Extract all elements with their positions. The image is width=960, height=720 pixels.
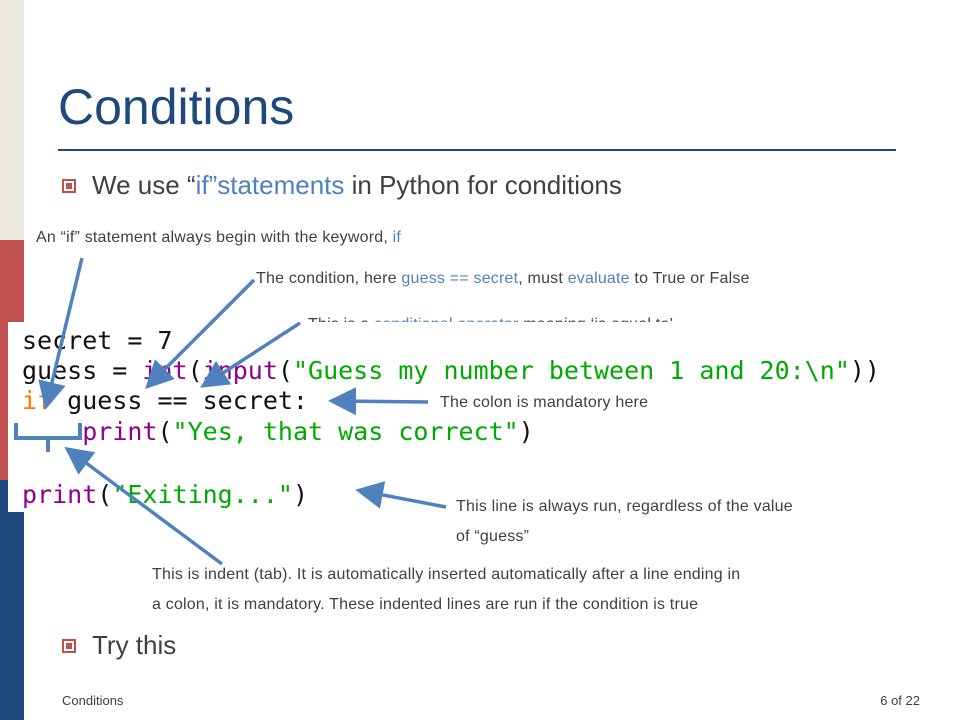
annotation-if-keyword-highlight: if <box>392 229 402 246</box>
bullet-item-1: We use “if”statements in Python for cond… <box>62 170 622 201</box>
left-accent-bar-top <box>0 0 24 240</box>
bullet-text-2: Try this <box>92 630 177 660</box>
annotation-if-keyword: An “if” statement always begin with the … <box>36 229 401 247</box>
code-token-paren-close-4: ) <box>292 480 309 509</box>
left-accent-bar-bottom <box>0 480 24 720</box>
code-token-paren-open-2: ( <box>277 356 293 385</box>
bullet-text-1-highlight: if”statements <box>195 170 345 200</box>
footer-section-label: Conditions <box>62 693 124 708</box>
arrow-colon <box>328 387 429 416</box>
annotation-colon: The colon is mandatory here <box>440 394 649 411</box>
arrow-if-keyword <box>38 257 84 410</box>
bullet-text-1-pre: We use “ <box>92 170 196 200</box>
code-token-paren-close-3: ) <box>518 417 534 446</box>
bullet-text-1-post: in Python for conditions <box>344 170 622 200</box>
code-token-prompt-string: "Guess my number between 1 and 20:\n" <box>292 356 850 385</box>
slide-title: Conditions <box>58 79 295 135</box>
arrow-indent <box>64 446 224 566</box>
code-token-condition: guess == secret: <box>52 386 308 415</box>
bullet-item-2: Try this <box>62 630 176 661</box>
code-token-paren-close: )) <box>849 356 880 385</box>
annotation-if-keyword-text: An “if” statement always begin with the … <box>36 229 393 246</box>
code-line-1: secret = 7 <box>22 326 173 355</box>
annotation-condition-highlight-2: evaluate <box>567 270 630 287</box>
footer-page-number: 6 of 22 <box>880 693 920 708</box>
code-token-paren-open-4: ( <box>97 480 113 509</box>
code-token-paren-open-1: ( <box>187 356 203 385</box>
code-token-correct-string: "Yes, that was correct" <box>172 417 519 446</box>
code-token-print-2: print <box>22 480 98 509</box>
title-underline <box>58 149 896 151</box>
annotation-condition-post: to True or False <box>629 270 750 287</box>
annotation-condition-highlight-1: guess == secret <box>401 270 519 287</box>
code-line-4: print("Yes, that was correct") <box>22 417 534 446</box>
annotation-always-run-2: of “guess” <box>456 528 530 545</box>
annotation-condition-mid: , must <box>518 270 568 287</box>
annotation-indent-2: a colon, it is mandatory. These indented… <box>152 596 699 613</box>
code-token-paren-open-3: ( <box>157 417 173 446</box>
arrow-operator <box>200 321 301 388</box>
annotation-indent-1: This is indent (tab). It is automaticall… <box>152 566 741 583</box>
square-bullet-icon <box>62 638 76 653</box>
code-line-3: if guess == secret: <box>22 386 308 415</box>
code-line-2: guess = int(input("Guess my number betwe… <box>22 356 880 385</box>
square-bullet-icon <box>62 178 76 193</box>
annotation-condition: The condition, here guess == secret, mus… <box>256 270 750 288</box>
indent-bracket <box>14 423 82 440</box>
code-token-print-1: print <box>82 417 158 446</box>
annotation-always-run-1: This line is always run, regardless of t… <box>456 498 793 515</box>
code-screenshot: secret = 7 guess = int(input("Guess my n… <box>8 322 954 512</box>
arrow-always-run <box>355 481 447 509</box>
annotation-condition-pre: The condition, here <box>256 270 402 287</box>
code-line-1-text: secret = 7 <box>22 326 173 355</box>
bullet-text-1: We use “if”statements in Python for cond… <box>92 170 622 201</box>
arrow-condition <box>145 278 256 389</box>
